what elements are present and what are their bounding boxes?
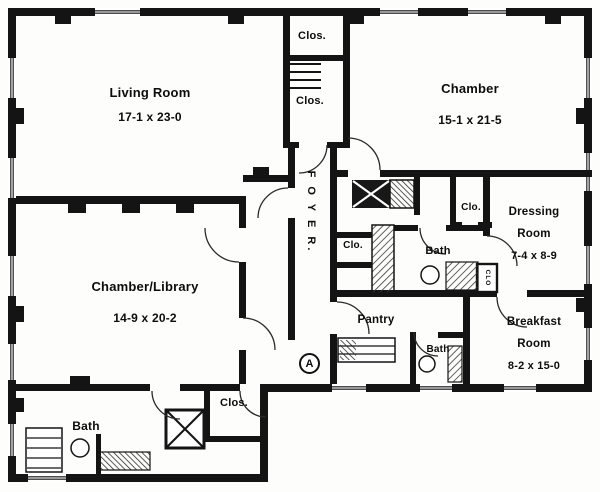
clo-upper-label: Clo. (461, 202, 481, 213)
section-marker-a-letter: A (305, 357, 314, 370)
door-arcs (151, 137, 528, 420)
shaft-x-box (164, 408, 206, 450)
living-room-name: Living Room (109, 85, 191, 100)
pantry-fixtures (337, 337, 396, 363)
dressing-room-name-1: Dressing (508, 206, 560, 218)
section-marker-a: A (299, 353, 320, 374)
closet-mid-label: Clos. (296, 95, 324, 107)
plumbing-chase (371, 224, 395, 294)
chamber-library-dims: 14-9 x 20-2 (113, 311, 177, 325)
dressing-room-dims: 7-4 x 8-9 (511, 250, 557, 262)
closet-shelf-lines (289, 63, 321, 89)
closet-bottom-label: Clos. (220, 397, 248, 409)
closet-top-label: Clos. (298, 30, 326, 42)
interior-walls (16, 8, 592, 474)
clo-tiny-label: CLO (484, 269, 491, 287)
bath-lower-label: Bath (72, 419, 100, 433)
breakfast-room-name-2: Room (517, 338, 551, 350)
bath-fixtures (25, 261, 479, 473)
living-room-dims: 17-1 x 23-0 (118, 110, 182, 124)
wall-piers (16, 16, 584, 412)
breakfast-room-name-1: Breakfast (506, 316, 562, 328)
pantry-label: Pantry (357, 314, 395, 326)
dressing-room-name-2: Room (517, 228, 551, 240)
chamber-name: Chamber (441, 81, 499, 96)
bath-small-label: Bath (426, 344, 450, 355)
dumbwaiter-shaft (352, 179, 415, 209)
clo-left-label: Clo. (343, 240, 363, 251)
foyer-label: F O Y E R. (305, 170, 317, 254)
breakfast-room-dims: 8-2 x 15-0 (507, 360, 561, 372)
bath-middle-label: Bath (425, 245, 451, 257)
chamber-dims: 15-1 x 21-5 (438, 113, 502, 127)
chamber-library-name: Chamber/Library (91, 279, 199, 294)
